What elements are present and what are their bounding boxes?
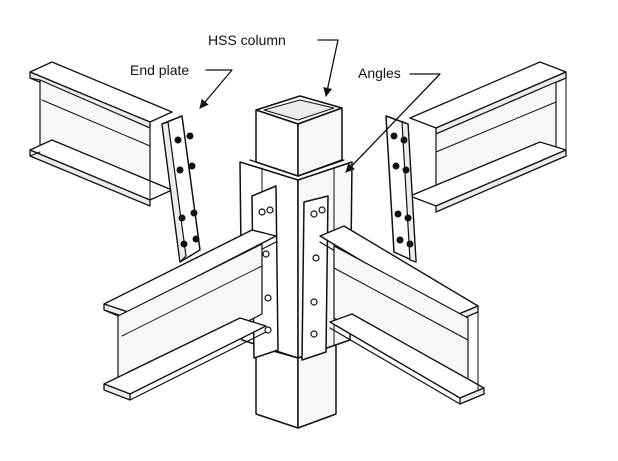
end-plate-left	[161, 115, 201, 263]
label-angles: Angles	[358, 65, 401, 81]
upper-left-beam	[29, 61, 173, 207]
lower-left-beam	[103, 229, 277, 401]
leader-end-plate	[199, 69, 233, 109]
angle-right	[301, 195, 329, 361]
lower-right-beam	[319, 225, 485, 405]
leader-hss-column	[317, 39, 339, 97]
leader-lines	[199, 39, 441, 173]
hss-column	[255, 95, 343, 429]
leader-angles	[345, 73, 441, 173]
label-end-plate: End plate	[130, 62, 189, 78]
label-hss-column: HSS column	[208, 32, 286, 48]
upper-right-beam	[409, 61, 567, 213]
end-plate-right	[385, 115, 417, 263]
